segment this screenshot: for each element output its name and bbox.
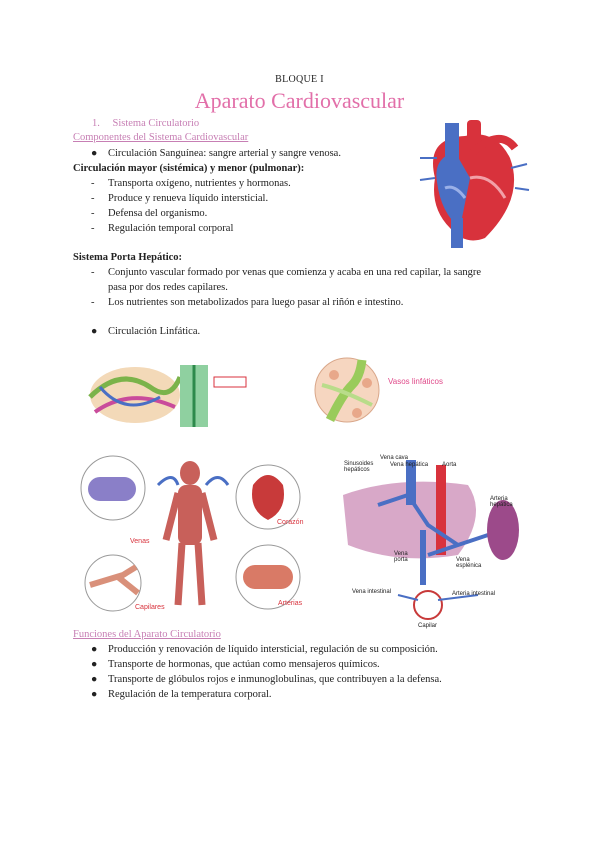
circulation-item: - Defensa del organismo. [91,208,208,219]
functions-item: ● Producción y renovación de líquido inte… [91,644,438,655]
page-title: Aparato Cardiovascular [194,88,405,113]
item-text: Producción y renovación de líquido inter… [108,644,438,655]
lymph-capillary-diagram [80,357,250,432]
bullet-text: Circulación Linfática. [108,326,201,337]
label-vena-cava: Vena cava [380,455,409,461]
bullet-mark: ● [91,644,98,655]
label-corazon: Corazón [277,519,304,526]
item-text: Regulación de la temperatura corporal. [108,689,272,700]
hepatic-portal-diagram [343,460,519,620]
dash-mark: - [91,208,95,219]
circulation-item: - Produce y renueva líquido intersticial. [91,193,269,204]
bullet-mark: ● [91,689,98,700]
components-bullet: ● Circulación Sanguínea: sangre arterial… [91,148,341,159]
circulation-item: - Regulación temporal corporal [91,223,234,234]
bullet-mark: ● [91,148,98,159]
item-text: Produce y renueva líquido intersticial. [108,193,269,204]
section-label: Sistema Circulatorio [112,118,200,129]
label-capilar: Capilar [418,623,438,629]
dash-mark: - [91,267,95,278]
item-text: Defensa del organismo. [108,208,208,219]
components-heading: Componentes del Sistema Cardiovascular [73,132,249,143]
section-number: 1. [92,118,100,129]
item-text: Transporte de glóbulos rojos e inmunoglo… [108,674,442,685]
section-heading-1: 1. Sistema Circulatorio [92,118,199,129]
label-aorta: Aorta [442,462,457,468]
label-capilares: Capilares [135,604,165,611]
dash-mark: - [91,193,95,204]
bullet-mark: ● [91,326,98,337]
label-arteria-intestinal: Arteria intestinal [452,591,496,597]
label-arterias: Arterias [278,600,303,607]
label-vena-esplenica: Vena esplénica [456,557,482,569]
circulation-heading: Circulación mayor (sistémica) y menor (p… [73,163,305,174]
functions-item: ● Transporte de hormonas, que actúan como… [91,659,380,670]
functions-item: ● Regulación de la temperatura corporal. [91,689,272,700]
item-text: Conjunto vascular formado por venas que … [108,267,482,278]
heart-diagram [419,120,530,248]
portal-heading: Sistema Porta Hepático: [73,252,183,263]
label-vena-intestinal: Vena intestinal [352,589,392,595]
portal-item: - Los nutrientes son metabolizados para l… [91,297,404,308]
dash-mark: - [91,223,95,234]
item-text: Transporte de hormonas, que actúan como … [108,659,380,670]
bullet-mark: ● [91,659,98,670]
lymph-vessel-circle [314,357,380,423]
bullet-mark: ● [91,674,98,685]
item-text: Los nutrientes son metabolizados para lu… [108,297,404,308]
portal-item: - Conjunto vascular formado por venas que… [91,267,482,278]
bullet-text: Circulación Sanguínea: sangre arterial y… [108,148,341,159]
item-text: Transporta oxígeno, nutrientes y hormona… [108,178,291,189]
body-circulation-diagram [80,455,301,612]
block-label: BLOQUE I [275,74,324,85]
label-arteria-hepatica: Arteria hepática [490,496,513,508]
item-text: Regulación temporal corporal [108,223,234,234]
portal-item-continued: pasa por dos redes capilares. [108,282,228,293]
dash-mark: - [91,178,95,189]
lymph-bullet: ● Circulación Linfática. [91,326,201,337]
circulation-item: - Transporta oxígeno, nutrientes y hormon… [91,178,291,189]
label-sinusoides: Sinusoides hepáticos [344,461,374,473]
label-venas: Venas [130,538,150,545]
functions-heading: Funciones del Aparato Circulatorio [73,629,221,640]
dash-mark: - [91,297,95,308]
label-vena-porta: Vena porta [394,551,408,563]
lymph-vessels-label: Vasos linfáticos [388,377,443,386]
functions-item: ● Transporte de glóbulos rojos e inmunogl… [91,674,442,685]
label-vena-hepatica: Vena hepática [390,462,429,468]
